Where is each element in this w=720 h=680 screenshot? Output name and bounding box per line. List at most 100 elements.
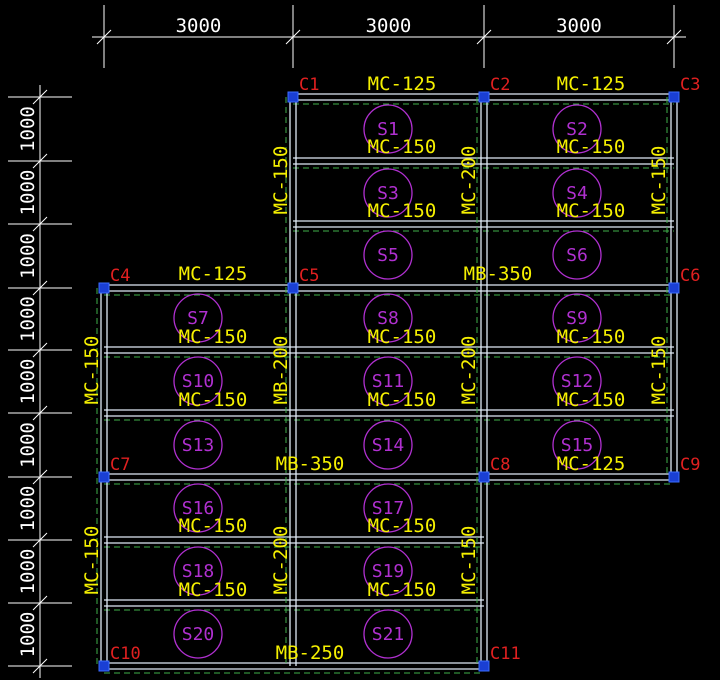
dim-tick-top [476, 29, 492, 45]
slab-label: S2 [566, 119, 588, 140]
column-marker [668, 471, 680, 483]
slab-label: S9 [566, 308, 588, 329]
slab-marker [173, 609, 223, 659]
slab-label: S1 [377, 119, 399, 140]
dim-tick-left [32, 658, 48, 674]
column-label: C6 [680, 266, 700, 286]
slab-marker [363, 483, 413, 533]
column-label: C1 [299, 75, 319, 95]
slab-marker [552, 293, 602, 343]
column-label: C11 [490, 644, 521, 664]
column-marker [287, 91, 299, 103]
column-marker [287, 282, 299, 294]
dim-text-left: 1000 [17, 170, 39, 216]
slab-label: S8 [377, 308, 399, 329]
beam-label: MC-150 [179, 515, 248, 537]
beam-label: MC-150 [368, 389, 437, 411]
slab-label: S7 [187, 308, 209, 329]
slab-label: S3 [377, 183, 399, 204]
slab-marker [363, 168, 413, 218]
beam-label-vertical: MB-200 [270, 336, 292, 405]
beam-label: MC-150 [179, 326, 248, 348]
beam-label-vertical: MC-150 [458, 526, 480, 595]
slab-marker [552, 420, 602, 470]
dim-text-top: 3000 [176, 15, 222, 37]
slab-label: S11 [372, 371, 405, 392]
dim-text-left: 1000 [17, 233, 39, 279]
dim-text-left: 1000 [17, 422, 39, 468]
column-label: C8 [490, 455, 510, 475]
slab-marker [173, 420, 223, 470]
beam-label: MC-150 [557, 389, 626, 411]
beam-label: MC-125 [179, 263, 248, 285]
slab-label: S20 [182, 624, 215, 645]
slab-label: S21 [372, 624, 405, 645]
slab-marker [363, 420, 413, 470]
column-marker [478, 91, 490, 103]
column-label: C9 [680, 455, 700, 475]
beam-label: MC-150 [557, 136, 626, 158]
beam-label: MC-150 [368, 515, 437, 537]
slab-marker [173, 356, 223, 406]
dim-text-left: 1000 [17, 296, 39, 342]
dim-tick-left [32, 280, 48, 296]
column-label: C7 [110, 455, 130, 475]
beam-label: MC-125 [557, 453, 626, 475]
column-label: C3 [680, 75, 700, 95]
beam-label: MC-150 [368, 200, 437, 222]
beam-label: MC-150 [179, 389, 248, 411]
beam-label: MC-125 [557, 73, 626, 95]
slab-label: S12 [561, 371, 594, 392]
slab-label: S13 [182, 435, 215, 456]
beam-label: MC-150 [368, 326, 437, 348]
beam-label: MC-150 [368, 136, 437, 158]
slab-marker [552, 230, 602, 280]
beam-label-vertical: MC-150 [81, 336, 103, 405]
dim-text-left: 1000 [17, 549, 39, 595]
slab-label: S4 [566, 183, 588, 204]
slab-marker [552, 168, 602, 218]
slab-label: S17 [372, 498, 405, 519]
slab-marker [363, 104, 413, 154]
slab-label: S10 [182, 371, 215, 392]
slab-label: S18 [182, 561, 215, 582]
column-marker [668, 282, 680, 294]
dim-text-left: 1000 [17, 359, 39, 405]
slab-marker [173, 483, 223, 533]
dim-tick-top [666, 29, 682, 45]
dim-tick-left [32, 153, 48, 169]
dim-tick-left [32, 89, 48, 105]
slab-marker [363, 230, 413, 280]
beam-label-vertical: MC-200 [458, 146, 480, 215]
slab-label: S14 [372, 435, 405, 456]
beam-label: MC-150 [179, 579, 248, 601]
dim-text-top: 3000 [556, 15, 602, 37]
column-label: C2 [490, 75, 510, 95]
beam-label-vertical: MC-150 [81, 526, 103, 595]
dim-text-left: 1000 [17, 486, 39, 532]
dim-tick-left [32, 342, 48, 358]
slab-marker [552, 104, 602, 154]
dim-tick-left [32, 216, 48, 232]
beam-label-vertical: MC-200 [458, 336, 480, 405]
dim-tick-left [32, 405, 48, 421]
dim-text-left: 1000 [17, 612, 39, 658]
column-label: C10 [110, 644, 141, 664]
slab-marker [173, 293, 223, 343]
slab-label: S6 [566, 245, 588, 266]
column-label: C5 [299, 266, 319, 286]
column-marker [98, 471, 110, 483]
beam-label-vertical: MC-150 [648, 146, 670, 215]
slab-marker [173, 546, 223, 596]
column-marker [478, 471, 490, 483]
dim-tick-top [285, 29, 301, 45]
column-marker [668, 91, 680, 103]
beam-label: MC-150 [557, 200, 626, 222]
column-marker [98, 282, 110, 294]
column-label: C4 [110, 266, 130, 286]
slab-label: S5 [377, 245, 399, 266]
